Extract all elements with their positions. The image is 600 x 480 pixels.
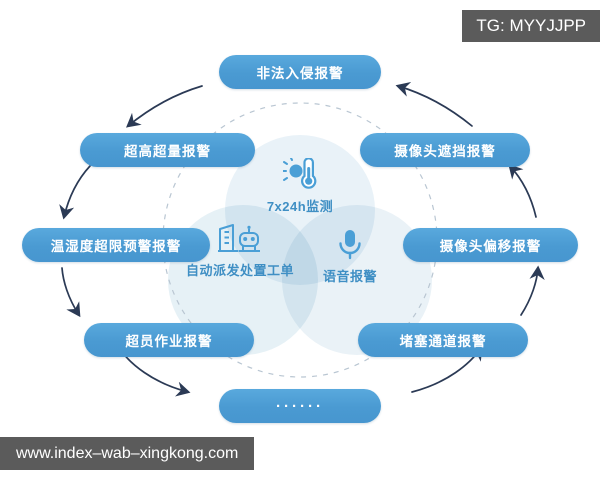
center-item-monitor: 7x24h监测 [230,157,370,215]
arc-left-to-lower-left [61,267,81,318]
arc-upper-right-to-top [395,81,473,127]
ring-pill-label: 堵塞通道报警 [399,334,487,349]
thermometer-sun-icon [230,157,370,193]
arc-lower-right-to-right [520,265,545,316]
center-item-label: 语音报警 [322,269,377,284]
ring-pill-temp-humidity[interactable]: 温湿度超限预警报警 [22,228,210,262]
center-item-label: 7x24h监测 [266,199,334,214]
ring-pill-label: 非法入侵报警 [256,66,344,81]
center-item-dispatch: 自动派发处置工单 [150,222,330,279]
ring-pill-illegal-intrusion[interactable]: 非法入侵报警 [219,55,381,89]
watermark-bottom-left: www.index–wab–xingkong.com [0,437,255,470]
arc-right-to-upper-right [508,164,537,218]
ring-pill-label: 超高超量报警 [124,144,211,159]
ring-pill-label: ······ [276,397,324,415]
ring-pill-camera-blocked[interactable]: 摄像头遮挡报警 [360,133,530,167]
ring-pill-more[interactable]: ······ [219,389,381,423]
ring-pill-label: 温湿度超限预警报警 [50,239,182,254]
arc-upper-left-to-lower-left [59,165,91,220]
ring-pill-label: 摄像头遮挡报警 [394,144,496,159]
ring-pill-blocked-passage[interactable]: 堵塞通道报警 [358,323,528,357]
center-item-label: 自动派发处置工单 [185,263,294,278]
watermark-text: www.index–wab–xingkong.com [16,444,239,462]
center-item-voice: 语音报警 [290,228,410,285]
ring-pill-label: 摄像头偏移报警 [439,239,542,254]
ring-pill-label: 超员作业报警 [125,334,213,349]
watermark-text: TG: MYYJJPP [476,16,586,35]
watermark-top-right: TG: MYYJJPP [462,10,600,42]
microphone-icon [290,228,410,263]
ring-pill-over-height-volume[interactable]: 超高超量报警 [80,133,255,167]
ring-pill-overstaffed-work[interactable]: 超员作业报警 [84,323,254,357]
building-robot-icon [150,222,330,257]
arc-top-to-upper-left [126,85,203,128]
ring-pill-camera-shifted[interactable]: 摄像头偏移报警 [403,228,578,262]
